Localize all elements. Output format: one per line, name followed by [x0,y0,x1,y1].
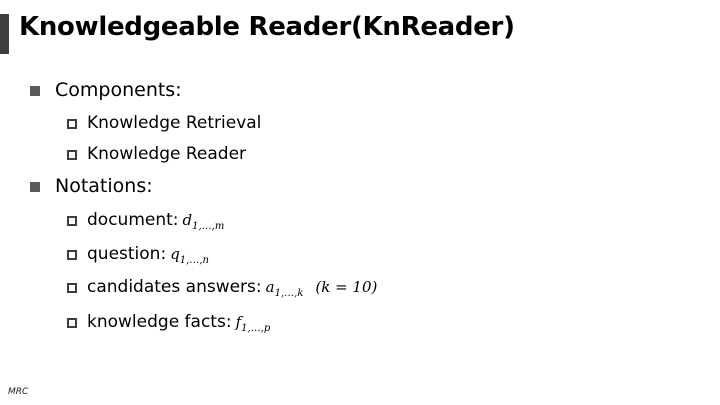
math-variable: d1,…,m [182,211,225,232]
hollow-square-bullet-icon [67,283,77,293]
math-variable: q1,…,n [170,245,209,266]
sub-bullet-text: Knowledge Reader [87,144,247,164]
hollow-square-bullet-icon [67,250,77,260]
bullet-label: Components: [55,79,182,101]
title-accent-bar [0,14,9,54]
sub-bullet-text: question: [87,244,167,264]
hollow-square-bullet-icon [67,318,77,328]
sub-bullet-text: Knowledge Retrieval [87,113,262,133]
math-subscript: 1,…,n [179,255,209,266]
hollow-square-bullet-icon [67,119,77,129]
sub-bullet-text: document: [87,210,179,230]
sub-bullet-text: knowledge facts: [87,312,232,332]
bullet-label: Notations: [55,175,153,197]
square-bullet-icon [30,182,40,192]
math-variable: a1,…,k [265,278,304,299]
slide-footer: MRC [8,387,29,397]
hollow-square-bullet-icon [67,216,77,226]
math-subscript: 1,…,k [274,288,304,299]
math-subscript: 1,…,p [241,323,271,334]
sub-bullet-text: candidates answers: [87,277,262,297]
hollow-square-bullet-icon [67,150,77,160]
slide-title: Knowledgeable Reader(KnReader) [19,12,515,42]
math-constraint: (k = 10) [315,278,378,296]
square-bullet-icon [30,86,40,96]
math-variable: f1,…,p [235,313,271,334]
math-subscript: 1,…,m [192,221,225,232]
